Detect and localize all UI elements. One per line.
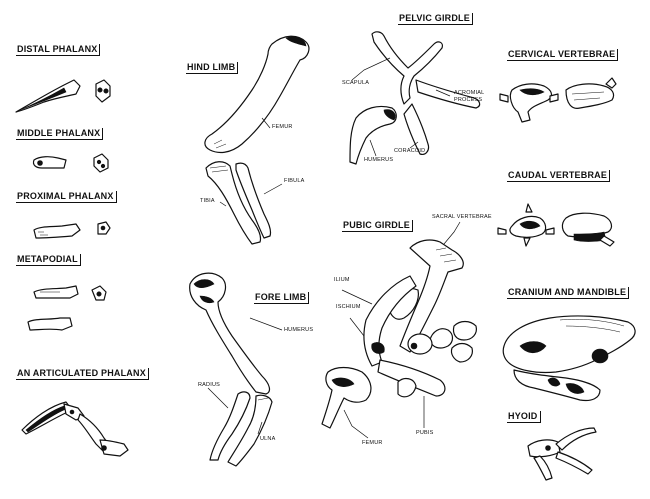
heading-fore-limb: FORE LIMB [254, 292, 310, 304]
hind-tibia-drawing [205, 161, 262, 245]
label-sacral-vertebrae: SACRAL VERTEBRAE [432, 214, 492, 220]
label-coracoid: CORACOID [394, 148, 426, 154]
proximal-phalanx-side-drawing [33, 223, 81, 239]
pubic-girdle-drawing [321, 239, 477, 429]
middle-phalanx-side-drawing [32, 156, 67, 169]
heading-middle-phalanx: MIDDLE PHALANX [16, 128, 104, 140]
hind-femur-drawing [204, 35, 310, 154]
caudal-vertebra-side-drawing [561, 212, 615, 247]
heading-cervical-vertebrae: CERVICAL VERTEBRAE [507, 49, 619, 61]
caudal-vertebra-front-drawing [497, 203, 555, 247]
fore-humerus-drawing [189, 272, 271, 395]
fore-radius-drawing [209, 391, 251, 461]
label-humerus-fore: HUMERUS [284, 327, 314, 333]
label-femur-hind: FEMUR [272, 124, 293, 130]
label-humerus-pelvic: HUMERUS [364, 157, 394, 163]
heading-caudal-vertebrae: CAUDAL VERTEBRAE [507, 170, 611, 182]
heading-pelvic-girdle: PELVIC GIRDLE [398, 13, 473, 25]
metapodial-end-drawing [91, 285, 107, 301]
label-ilium: ILIUM [334, 277, 350, 283]
fore-ulna-drawing [227, 394, 273, 467]
distal-phalanx-end-drawing [95, 79, 111, 103]
cranium-and-mandible-drawing [502, 315, 636, 402]
label-radius: RADIUS [198, 382, 220, 388]
proximal-phalanx-end-drawing [97, 221, 111, 235]
label-pubis: PUBIS [416, 430, 434, 436]
articulated-phalanx-drawing [21, 401, 129, 457]
leader-lines [207, 57, 461, 439]
label-ischium: ISCHIUM [336, 304, 361, 310]
heading-hind-limb: HIND LIMB [186, 62, 239, 74]
heading-cranium-and-mandible: CRANIUM AND MANDIBLE [507, 287, 630, 299]
label-scapula: SCAPULA [342, 80, 370, 86]
middle-phalanx-end-drawing [93, 153, 109, 173]
distal-phalanx-side-drawing [15, 79, 81, 113]
heading-metapodial: METAPODIAL [16, 254, 81, 266]
metapodial-lower-drawing [27, 317, 73, 331]
label-ulna: ULNA [260, 436, 276, 442]
metapodial-upper-drawing [33, 285, 79, 299]
label-acromial-process: ACROMIAL PROCESS [454, 90, 485, 103]
label-femur-pubic: FEMUR [362, 440, 383, 446]
heading-pubic-girdle: PUBIC GIRDLE [342, 220, 413, 232]
label-tibia: TIBIA [200, 198, 215, 204]
pelvic-girdle-drawing [349, 31, 481, 165]
heading-distal-phalanx: DISTAL PHALANX [16, 44, 101, 56]
cervical-vertebra-front-drawing [499, 83, 559, 123]
hind-fibula-drawing [235, 162, 272, 239]
label-fibula: FIBULA [284, 178, 305, 184]
heading-articulated-phalanx: AN ARTICULATED PHALANX [16, 368, 149, 380]
heading-proximal-phalanx: PROXIMAL PHALANX [16, 191, 117, 203]
hyoid-drawing [527, 427, 597, 481]
cervical-vertebra-side-drawing [565, 77, 617, 109]
heading-hyoid: HYOID [507, 411, 541, 423]
